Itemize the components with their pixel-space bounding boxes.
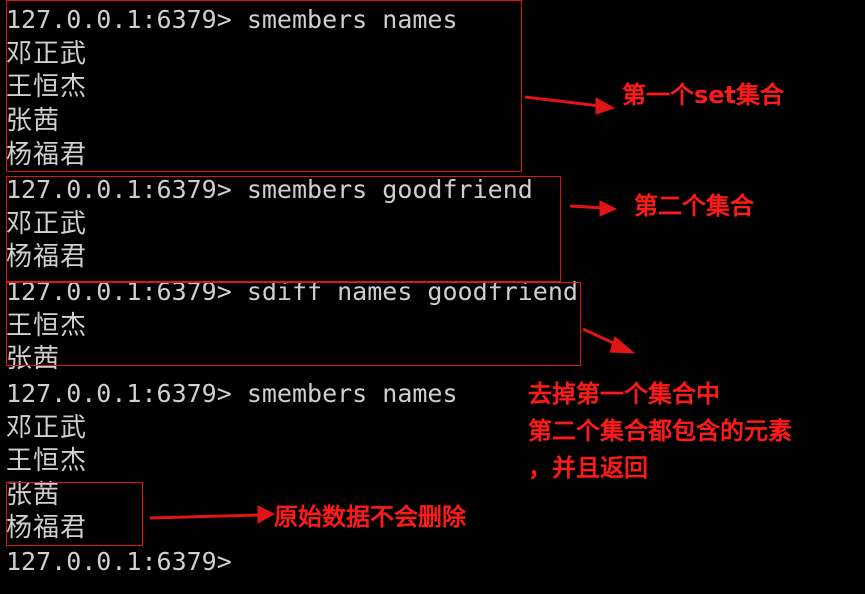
arrowhead-sdiff [609,336,636,354]
arrowhead-original-data [257,505,276,524]
highlight-box-first-set [6,0,522,172]
highlight-box-second-set [6,176,561,282]
output-line: 王恒杰 [6,311,88,341]
output-line: 张茜 [6,106,61,136]
output-line: 杨福君 [6,140,88,170]
annotation-original-data: 原始数据不会删除 [274,503,466,531]
output-line: 王恒杰 [6,72,88,102]
output-line: 邓正武 [6,209,88,239]
arrow-original-data [149,513,261,520]
arrow-second-set [569,204,605,210]
output-line: 张茜 [6,480,61,510]
annotation-second-set: 第二个集合 [634,192,754,220]
command-line-smembers-names-again: 127.0.0.1:6379> smembers names [6,379,458,408]
annotation-first-set: 第一个set集合 [622,81,785,109]
prompt-line[interactable]: 127.0.0.1:6379> [6,547,232,576]
output-line: 邓正武 [6,413,88,443]
command-line-smembers-names: 127.0.0.1:6379> smembers names [6,5,458,34]
output-line: 张茜 [6,344,61,374]
output-line: 邓正武 [6,39,88,69]
highlight-box-original-data [6,482,143,546]
highlight-box-sdiff-result [6,282,581,366]
output-line: 杨福君 [6,513,88,543]
command-line-smembers-goodfriend: 127.0.0.1:6379> smembers goodfriend [6,175,533,204]
arrow-first-set [524,95,601,108]
annotation-sdiff-line2: 第二个集合都包含的元素 [528,417,792,445]
output-line: 王恒杰 [6,446,88,476]
arrow-sdiff [582,327,623,349]
annotation-sdiff-line1: 去掉第一个集合中 [528,380,720,408]
arrowhead-first-set [595,97,616,115]
output-line: 杨福君 [6,242,88,272]
annotation-sdiff-line3: ，并且返回 [528,454,648,482]
arrowhead-second-set [599,200,618,217]
